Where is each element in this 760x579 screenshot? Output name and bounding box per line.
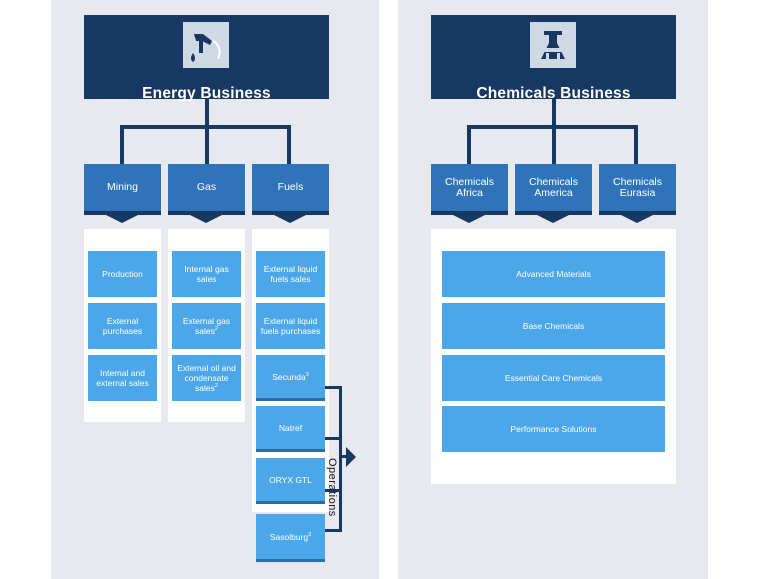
gas-item-internal-gas-sales: Internal gas sales <box>172 251 241 297</box>
operations-bracket <box>325 489 342 492</box>
operations-arrow <box>346 447 356 467</box>
operations-label: Operations <box>326 458 338 517</box>
connector <box>552 99 556 127</box>
connector <box>552 125 556 164</box>
segment-arrow <box>537 215 569 223</box>
mining-item-internal-external-sales: Internal and external sales <box>88 355 157 401</box>
chemicals-item-performance-solutions: Performance Solutions <box>442 406 665 452</box>
fuel-nozzle-icon <box>183 22 229 68</box>
segment-gas: Gas <box>168 164 245 211</box>
segment-arrow <box>274 215 306 223</box>
segment-arrow <box>106 215 138 223</box>
chemicals-item-base-chemicals: Base Chemicals <box>442 303 665 349</box>
connector <box>205 99 209 127</box>
segment-arrow <box>190 215 222 223</box>
connector <box>287 125 291 164</box>
segment-fuels: Fuels <box>252 164 329 211</box>
chemicals-item-advanced-materials: Advanced Materials <box>442 251 665 297</box>
operation-sasolburg: Sasolburg3 <box>256 514 325 562</box>
operation-secunda: Secunda3 <box>256 355 325 401</box>
segment-arrow <box>453 215 485 223</box>
gas-item-external-oil-condensate-sales: External oil and condensate sales2 <box>172 355 241 401</box>
segment-gas-label: Gas <box>196 181 217 193</box>
chemicals-business-title: Chemicals Business <box>476 85 631 102</box>
segment-underline <box>168 211 245 215</box>
operation-natref: Natref <box>256 406 325 452</box>
fuels-item-external-liquid-fuels-sales: External liquid fuels sales <box>256 251 325 297</box>
segment-underline <box>84 211 161 215</box>
connector <box>634 125 638 164</box>
chemical-plant-icon <box>530 22 576 68</box>
segment-underline <box>431 211 508 215</box>
segment-mining-label: Mining <box>107 181 138 193</box>
operations-bracket <box>325 437 342 440</box>
segment-underline <box>599 211 676 215</box>
chemicals-business-header: Chemicals Business <box>431 15 676 102</box>
operations-bracket <box>325 386 342 389</box>
footnote-marker: 3 <box>308 531 312 538</box>
mining-item-production: Production <box>88 251 157 297</box>
energy-business-header: Energy Business <box>84 15 329 102</box>
connector <box>205 125 209 164</box>
footnote-marker: 2 <box>214 383 218 390</box>
segment-underline <box>515 211 592 215</box>
footnote-marker: 3 <box>305 371 309 378</box>
chemicals-item-essential-care-chemicals: Essential Care Chemicals <box>442 355 665 401</box>
operations-bracket <box>339 386 342 532</box>
operations-bracket <box>325 529 342 532</box>
segment-arrow <box>621 215 653 223</box>
footnote-marker: 2 <box>214 326 218 333</box>
operation-oryx-gtl: ORYX GTL <box>256 458 325 504</box>
segment-fuels-label: Fuels <box>277 181 304 193</box>
gas-item-external-gas-sales: External gas sales2 <box>172 303 241 349</box>
segment-underline <box>252 211 329 215</box>
segment-mining: Mining <box>84 164 161 211</box>
operations-bracket <box>339 455 347 458</box>
mining-item-external-purchases: External purchases <box>88 303 157 349</box>
connector <box>120 125 124 164</box>
energy-business-title: Energy Business <box>142 85 271 102</box>
fuels-item-external-liquid-fuels-purchases: External liquid fuels purchases <box>256 303 325 349</box>
connector <box>467 125 471 164</box>
